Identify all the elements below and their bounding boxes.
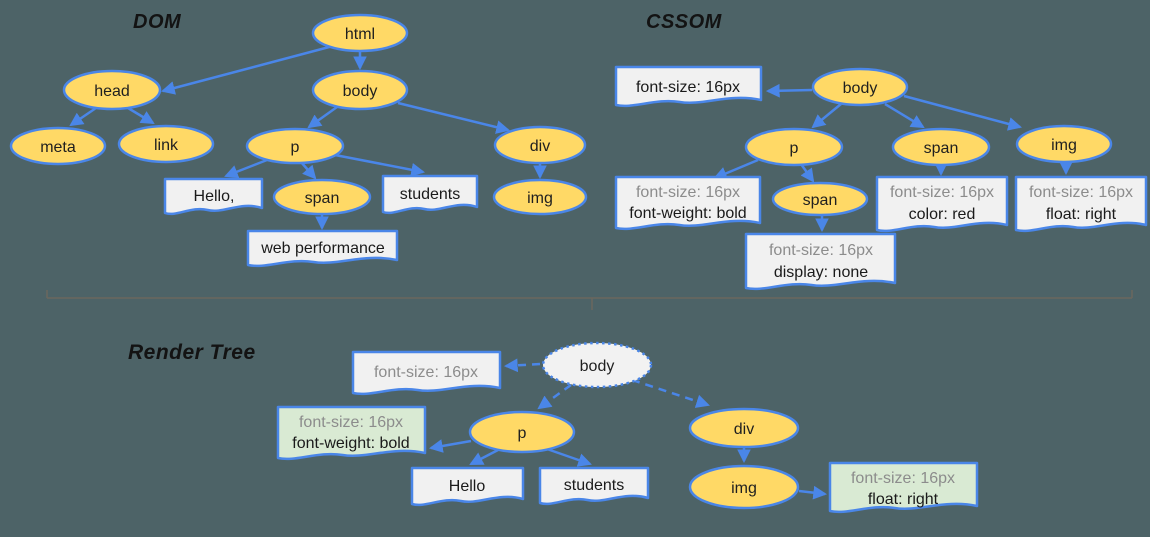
- dom-edge-body-p: [307, 105, 338, 129]
- render-node-p-label: p: [518, 425, 527, 442]
- dom-node-p-label: p: [291, 139, 300, 156]
- render-edge-p-hello: [469, 448, 499, 466]
- cssom-node-span: [891, 127, 991, 167]
- cssom-rule-span-line2: color: red: [909, 206, 976, 223]
- cssom-edge-body-span: [884, 102, 925, 129]
- cssom-node-img: [1015, 124, 1113, 164]
- section-divider: [46, 290, 1133, 310]
- dom-node-link-label: link: [154, 137, 179, 154]
- cssom-edge-body-img: [903, 94, 1022, 131]
- cssom-rule-p: [614, 175, 762, 231]
- render-edge-img-rule: [798, 485, 828, 500]
- cssom-node-body: [811, 67, 909, 107]
- cssom-rule-p-line2: font-weight: bold: [629, 205, 746, 222]
- dom-tree: DOM html head body meta link p div span …: [9, 11, 588, 268]
- dom-node-div: [493, 125, 587, 165]
- cssom-node-img-label: img: [1051, 137, 1077, 154]
- dom-edge-body-div: [397, 101, 511, 134]
- cssom-edge-body-p: [811, 103, 842, 129]
- cssom-node-span-child: [771, 181, 869, 217]
- dom-node-head: [62, 69, 162, 111]
- cssom-tree: CSSOM font-size: 16px body p span img sp…: [614, 11, 1148, 291]
- dom-edge-p-span: [300, 161, 317, 180]
- cssom-node-p-label: p: [790, 140, 799, 157]
- dom-edge-p-students: [334, 153, 426, 177]
- dom-node-span: [272, 178, 372, 216]
- cssom-rule-img: [1014, 175, 1148, 233]
- render-rule-img-line2: float: right: [868, 491, 939, 508]
- cssom-rule-p-line1: font-size: 16px: [636, 184, 740, 201]
- cssom-rule-img-line1: font-size: 16px: [1029, 184, 1133, 201]
- dom-textnode-web-performance: [246, 229, 399, 268]
- render-rule-img-line1: font-size: 16px: [851, 470, 955, 487]
- render-edge-p-students: [546, 447, 592, 467]
- cssom-rule-img-line2: float: right: [1046, 206, 1117, 223]
- dom-node-p: [245, 127, 345, 165]
- dom-node-img-label: img: [527, 190, 553, 207]
- render-rule-p-line2: font-weight: bold: [292, 435, 409, 452]
- dom-edge-p-hello: [224, 158, 268, 179]
- dom-textnode-hello: [163, 177, 264, 216]
- render-node-p: [468, 410, 576, 454]
- render-tree: Render Tree font-size: 16px body p div i…: [128, 341, 979, 514]
- render-edge-body-p: [537, 383, 572, 410]
- cssom-rule-span-child-line1: font-size: 16px: [769, 242, 873, 259]
- render-rule-body-line1: font-size: 16px: [374, 364, 478, 381]
- render-rule-img: [828, 461, 979, 514]
- render-textnode-students-label: students: [564, 477, 624, 494]
- render-node-img-label: img: [731, 480, 757, 497]
- cssom-rule-span-child-line2: display: none: [774, 264, 868, 281]
- cssom-edge-body-rule: [765, 83, 813, 98]
- dom-title: DOM: [133, 11, 182, 33]
- render-textnode-hello-label: Hello: [449, 478, 486, 495]
- dom-textnode-hello-label: Hello,: [194, 188, 235, 205]
- cssom-title: CSSOM: [646, 11, 723, 33]
- cssom-rule-body-line1: font-size: 16px: [636, 79, 740, 96]
- cssom-edge-p-rule: [713, 158, 759, 180]
- dom-node-body: [311, 69, 409, 111]
- dom-textnode-students: [381, 174, 479, 215]
- dom-node-span-label: span: [305, 190, 340, 207]
- cssom-rule-span-line1: font-size: 16px: [890, 184, 994, 201]
- dom-edge-head-link: [127, 106, 155, 125]
- render-node-div: [688, 407, 800, 449]
- dom-textnode-web-performance-label: web performance: [260, 240, 385, 257]
- render-node-body: [541, 341, 653, 389]
- dom-node-link: [117, 124, 215, 164]
- cssom-node-span-label: span: [924, 140, 959, 157]
- cssom-edge-p-span: [799, 163, 815, 183]
- render-rule-p-line1: font-size: 16px: [299, 414, 403, 431]
- dom-textnode-students-label: students: [400, 186, 460, 203]
- render-textnode-hello: [410, 466, 525, 507]
- dom-edge-html-head: [161, 44, 334, 95]
- render-edge-p-rule: [428, 439, 472, 453]
- dom-edge-head-meta: [69, 106, 97, 127]
- cssom-rule-span-child: [744, 232, 897, 291]
- dom-node-img: [492, 178, 588, 216]
- render-edge-body-div: [631, 378, 710, 408]
- render-edge-body-rule: [503, 358, 541, 373]
- render-tree-title: Render Tree: [128, 341, 256, 364]
- dom-node-meta: [9, 126, 107, 166]
- render-node-div-label: div: [734, 421, 754, 438]
- render-rule-body: [351, 350, 502, 396]
- cssom-rule-span: [875, 175, 1009, 233]
- cssom-rule-body: [614, 65, 763, 108]
- cssom-node-span-child-label: span: [803, 192, 838, 209]
- render-textnode-students: [538, 466, 650, 506]
- render-node-body-label: body: [580, 358, 615, 375]
- dom-node-html: [311, 13, 409, 53]
- dom-node-meta-label: meta: [40, 139, 76, 156]
- render-rule-p: [276, 405, 427, 461]
- cssom-node-p: [744, 127, 844, 167]
- dom-node-html-label: html: [345, 26, 375, 43]
- cssom-node-body-label: body: [843, 80, 878, 97]
- dom-node-body-label: body: [343, 83, 378, 100]
- dom-node-head-label: head: [94, 83, 130, 100]
- dom-node-div-label: div: [530, 138, 550, 155]
- render-node-img: [688, 464, 800, 510]
